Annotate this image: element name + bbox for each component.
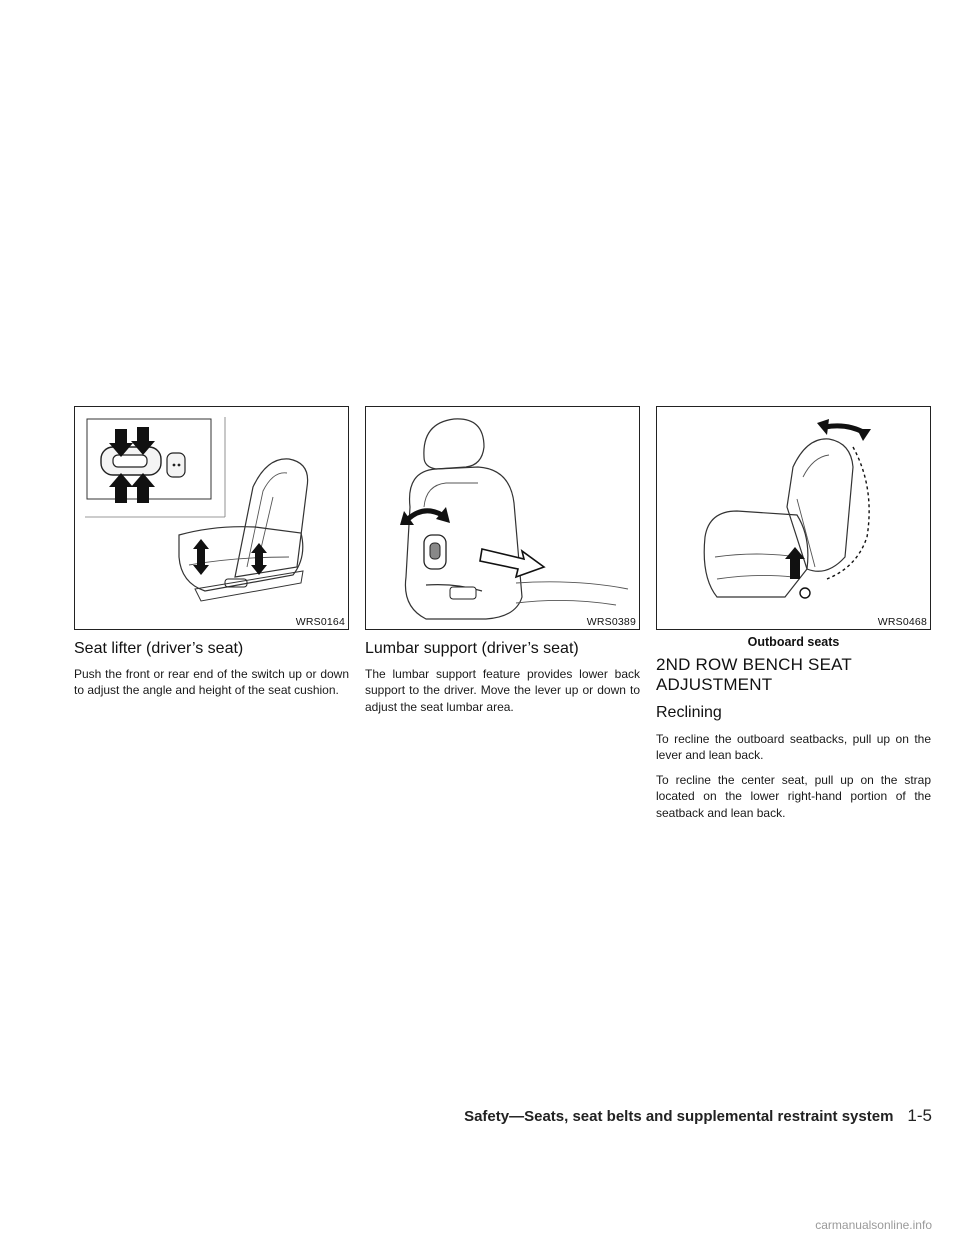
lumbar-support-illustration	[400, 418, 629, 620]
paragraph: Push the front or rear end of the switch…	[74, 667, 349, 698]
column-bench-seat: WRS0468 Outboard seats 2ND ROW BENCH SEA…	[656, 406, 931, 830]
figure-code: WRS0468	[877, 616, 927, 628]
subheading-reclining: Reclining	[656, 703, 722, 721]
page-footer: Safety—Seats, seat belts and supplementa…	[464, 1106, 932, 1126]
figure-lumbar-support: WRS0389	[365, 406, 640, 630]
paragraph: To recline the center seat, pull up on t…	[656, 773, 931, 820]
figure-code: WRS0389	[586, 616, 636, 628]
figure-bench-seat: WRS0468	[656, 406, 931, 630]
paragraph: To recline the outboard seatbacks, pull …	[656, 731, 931, 762]
section-heading-lumbar-support: Lumbar support (driver’s seat)	[365, 640, 579, 657]
paragraph: The lumbar support feature provides lowe…	[365, 667, 640, 714]
watermark: carmanualsonline.info	[815, 1218, 932, 1232]
figure-caption: Outboard seats	[747, 635, 840, 649]
figure-seat-lifter: WRS0164	[74, 406, 349, 630]
section-heading-bench-seat: 2ND ROW BENCH SEAT ADJUSTMENT	[656, 655, 852, 695]
section-heading-seat-lifter: Seat lifter (driver’s seat)	[74, 640, 244, 657]
figure-code: WRS0164	[295, 616, 345, 628]
bench-seat-illustration	[703, 419, 871, 599]
footer-section-title: Safety—Seats, seat belts and supplementa…	[464, 1108, 894, 1125]
page-number: 1-5	[907, 1106, 932, 1125]
seat-lifter-illustration	[85, 417, 309, 602]
column-seat-lifter: WRS0164 Seat lifter (driver’s seat) Push…	[74, 406, 349, 708]
column-lumbar-support: WRS0389 Lumbar support (driver’s seat) T…	[365, 406, 640, 724]
